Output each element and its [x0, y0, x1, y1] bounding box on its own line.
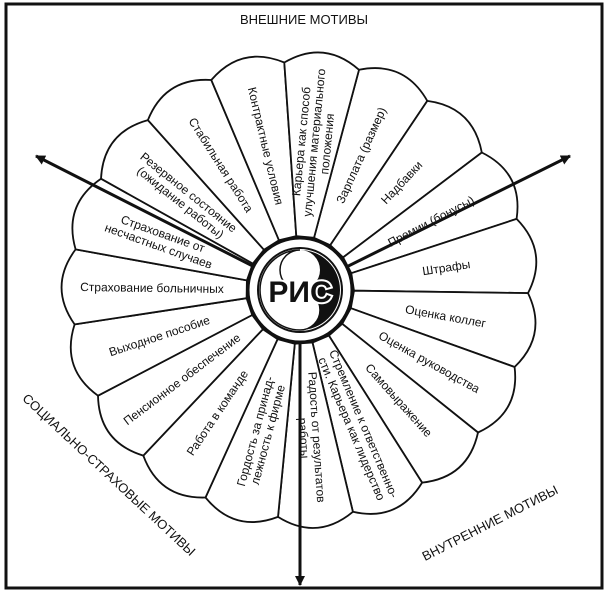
logo-emblem: РИС — [259, 249, 340, 331]
outer-frame — [4, 2, 604, 590]
label-external-motives: ВНЕШНИЕ МОТИВЫ — [240, 12, 368, 27]
petal-label: Страхование больничных — [80, 280, 224, 296]
petal-label: Карьера как способулучшения материальног… — [287, 67, 341, 219]
petal-label-line: положения — [317, 113, 337, 175]
petal-label-line: Страхование больничных — [80, 280, 224, 296]
logo-text: РИС — [268, 276, 331, 309]
petal-shape — [283, 51, 361, 239]
label-internal-motives: ВНУТРЕННИЕ МОТИВЫ — [420, 482, 561, 564]
petal-label-line: работы — [295, 417, 312, 459]
